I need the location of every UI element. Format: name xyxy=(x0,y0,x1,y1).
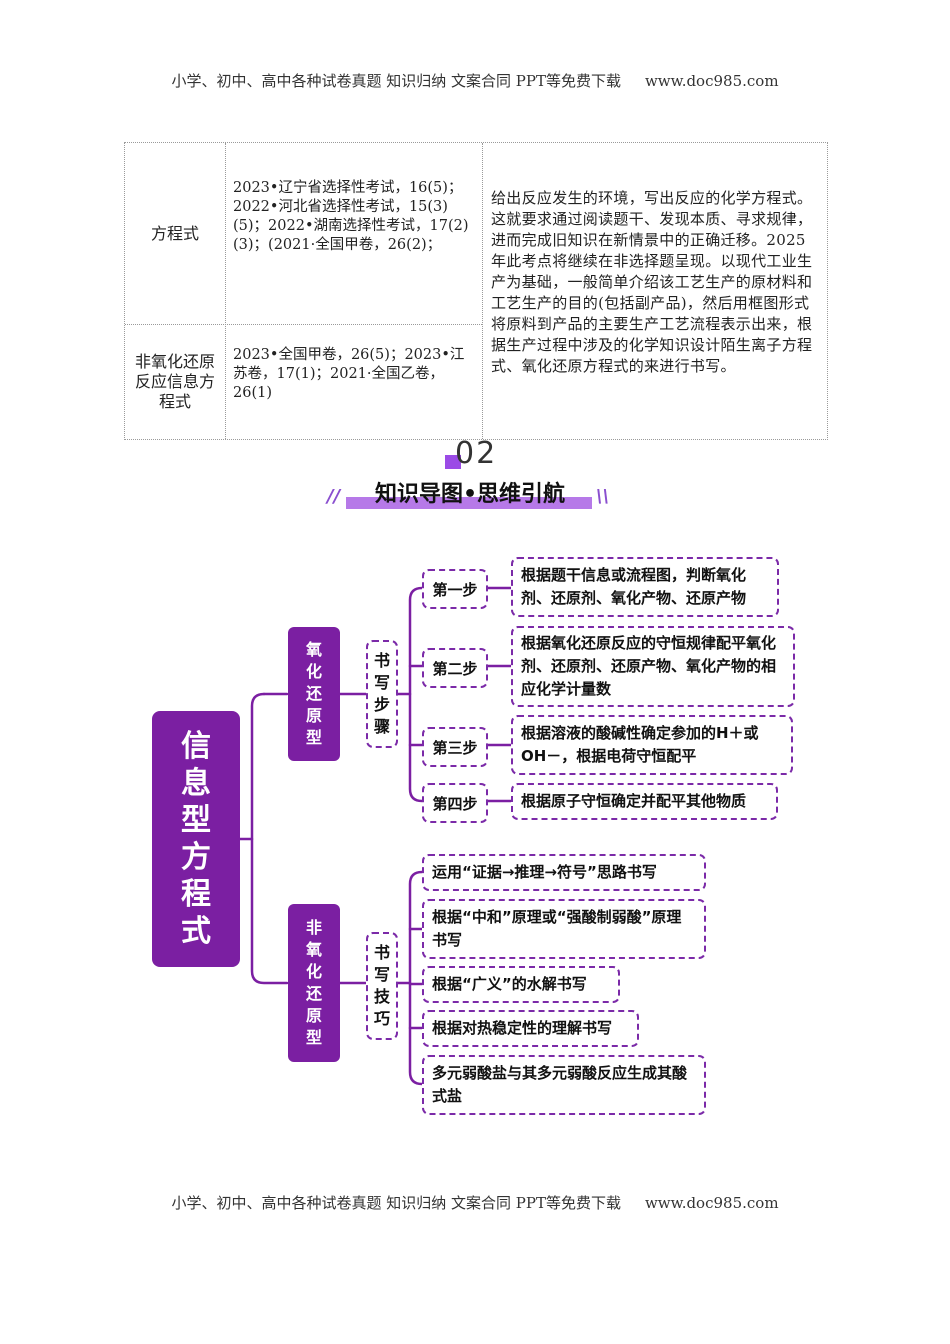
footer-text: 小学、初中、高中各种试卷真题 知识归纳 文案合同 PPT等免费下载 xyxy=(171,1194,621,1212)
description: 给出反应发生的环境，写出反应的化学方程式。这就要求通过阅读题干、发现本质、寻求规… xyxy=(491,189,813,375)
row1-label: 方程式 xyxy=(150,223,199,243)
step-2: 第二步 xyxy=(422,648,488,688)
header-site: www.doc985.com xyxy=(644,72,779,90)
right-slash-decoration: \\ xyxy=(596,486,610,507)
header-text: 小学、初中、高中各种试卷真题 知识归纳 文案合同 PPT等免费下载 xyxy=(171,72,621,90)
branch-non-redox-label: 非氧化还原型 xyxy=(305,918,322,1047)
left-slash-decoration: // xyxy=(327,486,341,507)
step-1-box: 根据题干信息或流程图，判断氧化剂、还原剂、氧化产物、还原产物 xyxy=(511,557,779,617)
section-number-mark xyxy=(445,455,461,469)
step-1: 第一步 xyxy=(422,569,488,609)
step-4: 第四步 xyxy=(422,783,488,823)
mindmap-root: 信息型方程式 xyxy=(152,711,240,967)
section-number: 02 xyxy=(455,436,498,471)
tip-2: 根据“中和”原理或“强酸制弱酸”原理书写 xyxy=(422,899,706,959)
exam-table: 方程式 2023•辽宁省选择性考试，16(5)；2022•河北省选择性考试，15… xyxy=(124,142,828,440)
step-3: 第三步 xyxy=(422,727,488,767)
branch-redox: 氧化还原型 xyxy=(288,627,340,761)
tip-1: 运用“证据→推理→符号”思路书写 xyxy=(422,854,706,891)
sub-writing-steps-label: 书写步骤 xyxy=(373,651,390,736)
branch-non-redox: 非氧化还原型 xyxy=(288,904,340,1062)
page-footer: 小学、初中、高中各种试卷真题 知识归纳 文案合同 PPT等免费下载 www.doc… xyxy=(0,1192,950,1213)
sub-writing-tips-label: 书写技巧 xyxy=(373,943,390,1028)
page-header: 小学、初中、高中各种试卷真题 知识归纳 文案合同 PPT等免费下载 www.doc… xyxy=(0,70,950,91)
tip-3: 根据“广义”的水解书写 xyxy=(422,966,620,1003)
row1-refs: 2023•辽宁省选择性考试，16(5)；2022•河北省选择性考试，15(3)(… xyxy=(233,180,469,253)
section-title: 知识导图•思维引航 xyxy=(374,482,566,507)
step-4-box: 根据原子守恒确定并配平其他物质 xyxy=(511,783,778,820)
sub-writing-steps: 书写步骤 xyxy=(366,640,398,748)
row2-label: 非氧化还原反应信息方程式 xyxy=(135,351,216,411)
branch-redox-label: 氧化还原型 xyxy=(305,640,322,747)
step-3-box: 根据溶液的酸碱性确定参加的H＋或OH－，根据电荷守恒配平 xyxy=(511,715,793,775)
section-title-bar xyxy=(346,497,592,509)
step-2-box: 根据氧化还原反应的守恒规律配平氧化剂、还原剂、还原产物、氧化产物的相应化学计量数 xyxy=(511,626,795,707)
root-label: 信息型方程式 xyxy=(181,729,211,949)
row2-refs: 2023•全国甲卷，26(5)；2023•江苏卷，17(1)；2021·全国乙卷… xyxy=(233,347,465,401)
tip-5: 多元弱酸盐与其多元弱酸反应生成其酸式盐 xyxy=(422,1055,706,1115)
tip-4: 根据对热稳定性的理解书写 xyxy=(422,1010,639,1047)
sub-writing-tips: 书写技巧 xyxy=(366,932,398,1040)
footer-site: www.doc985.com xyxy=(644,1194,779,1212)
